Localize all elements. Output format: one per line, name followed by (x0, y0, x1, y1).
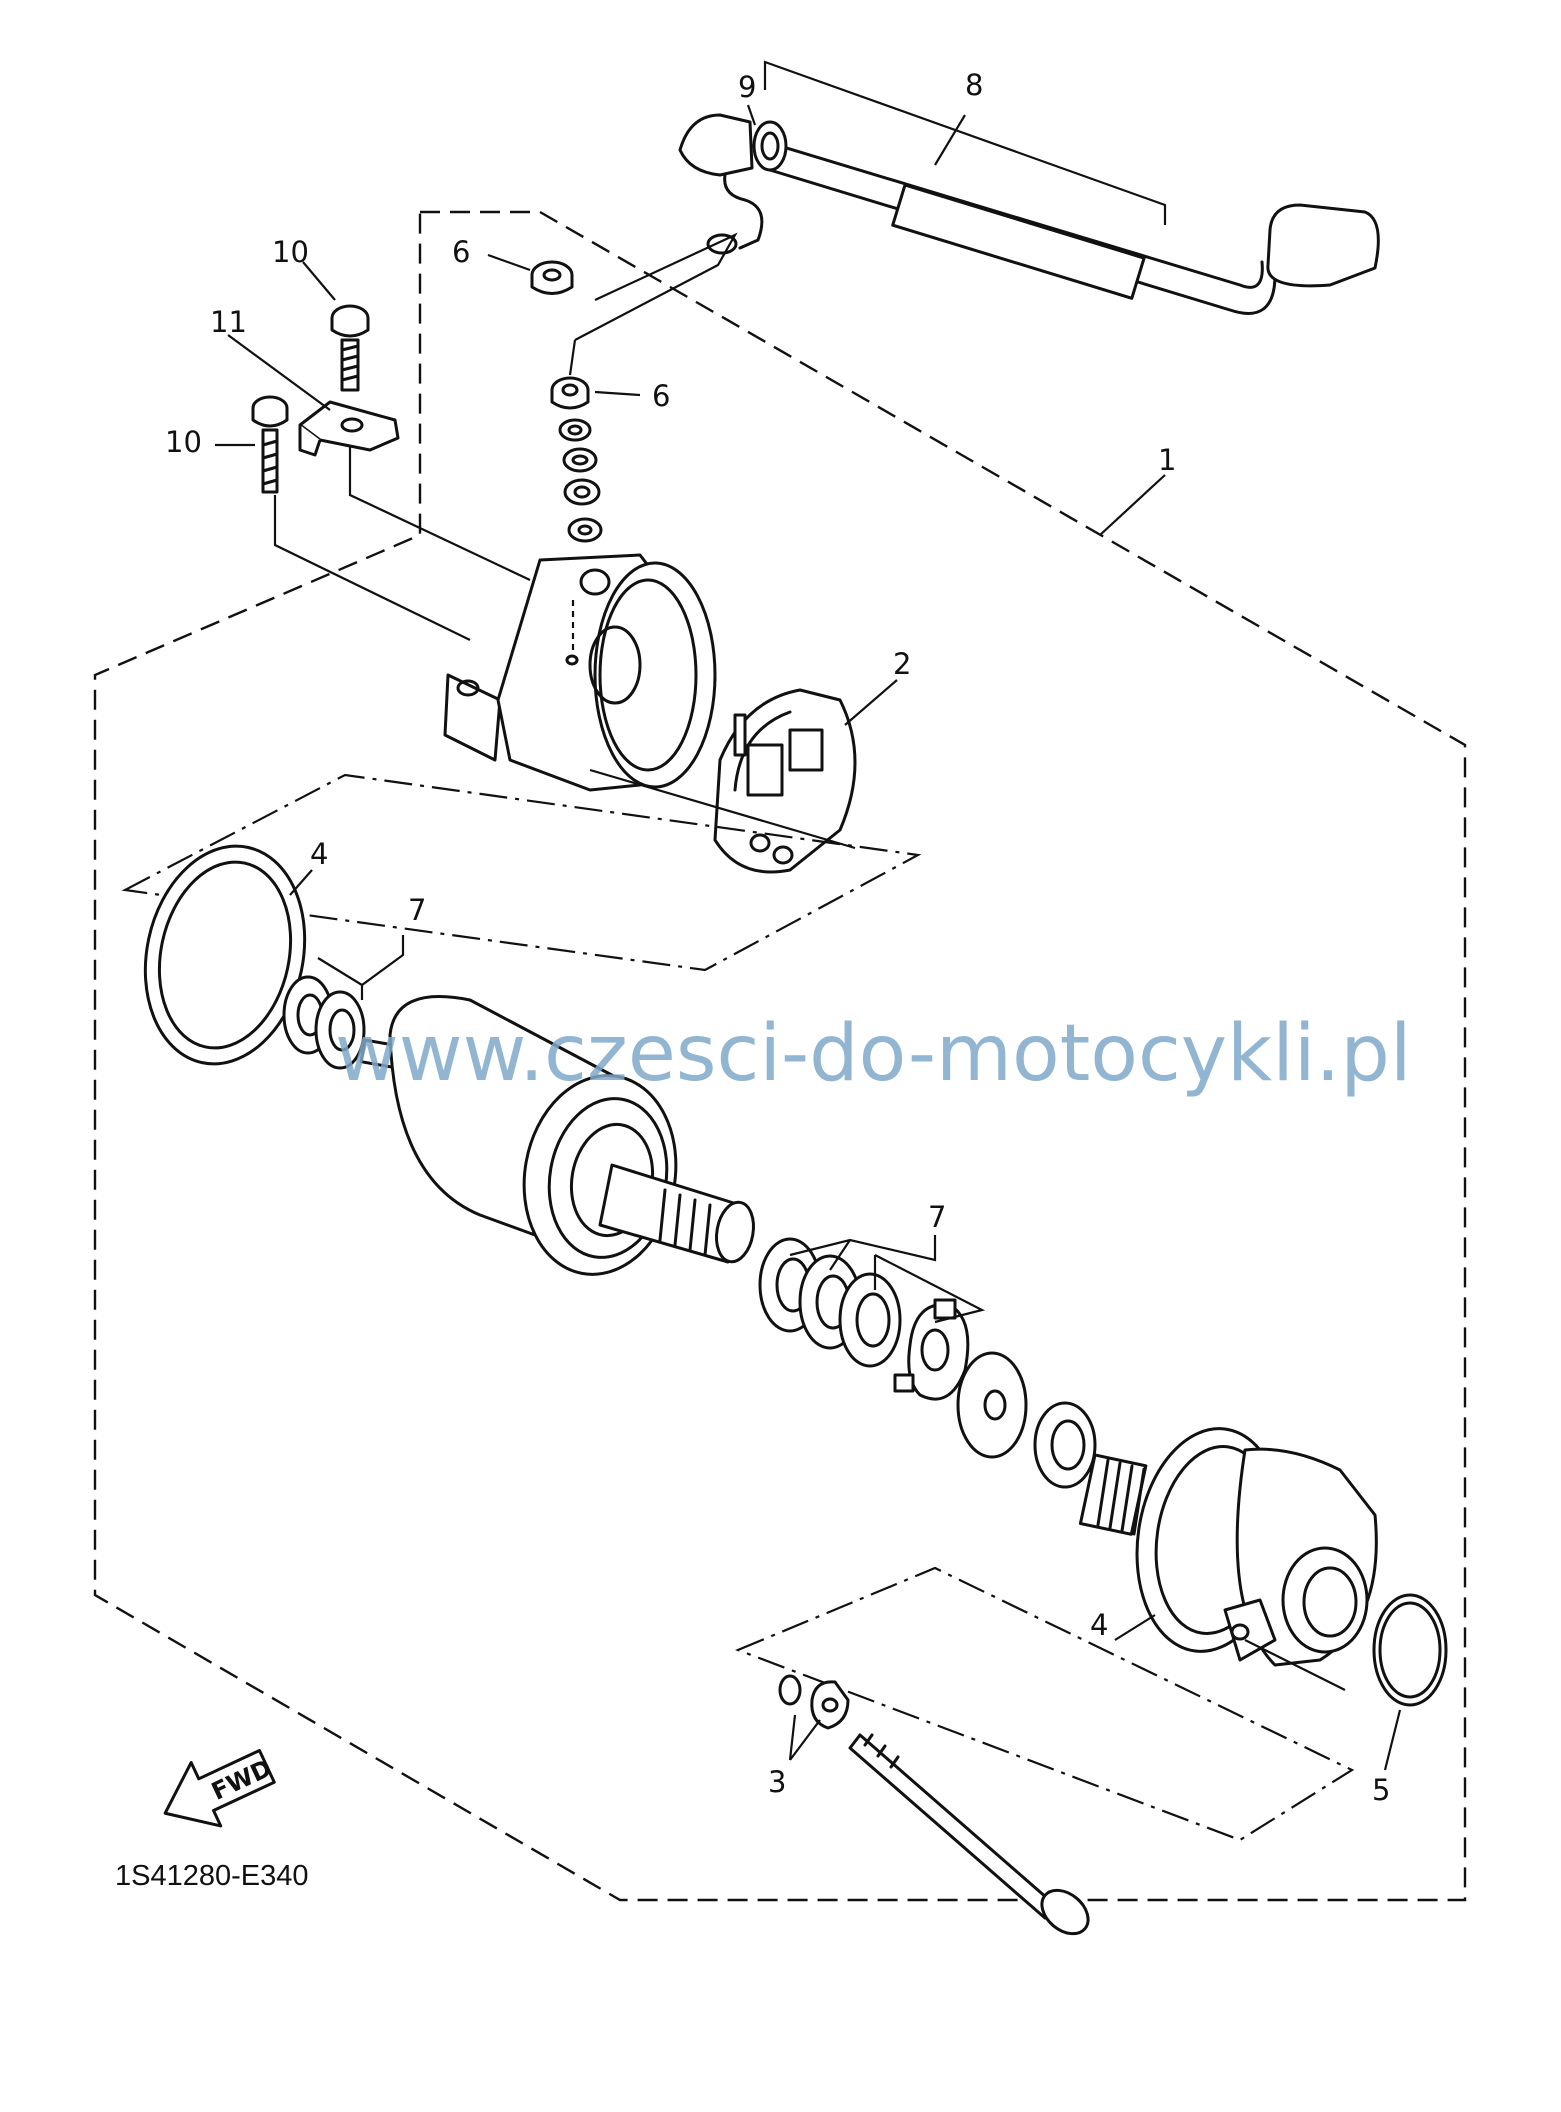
washer-flat (956, 1351, 1028, 1459)
callout-9: 9 (738, 70, 756, 104)
watermark-text: www.czesci-do-motocykli.pl (335, 1009, 1412, 1099)
callout-2: 2 (893, 647, 911, 681)
nut-upper (530, 260, 574, 295)
callouts: 1 2 3 4 4 5 6 6 7 7 8 9 10 10 11 (165, 68, 1390, 1807)
bearing (1033, 1401, 1097, 1489)
brush-holder (713, 688, 857, 874)
fwd-arrow: FWD (163, 1749, 276, 1828)
shims-lower (758, 1237, 970, 1401)
callout-4-lower: 4 (1090, 1608, 1108, 1642)
armature (359, 995, 755, 1276)
callout-11: 11 (210, 305, 247, 339)
washer-stack (558, 418, 603, 543)
o-ring-upper (143, 844, 307, 1066)
front-cover (1135, 1427, 1378, 1667)
bolt-lower (251, 395, 289, 494)
through-bolt (848, 1733, 1090, 1936)
shims-upper (282, 975, 366, 1070)
callout-7-lower: 7 (928, 1200, 946, 1234)
assembly-boundary-dashed (93, 210, 1467, 1902)
lock-plate (810, 1680, 850, 1730)
callout-10-upper: 10 (272, 235, 309, 269)
callout-7-upper: 7 (408, 893, 426, 927)
callout-6-upper: 6 (452, 235, 470, 269)
callout-1: 1 (1158, 443, 1176, 477)
callout-10-lower: 10 (165, 425, 202, 459)
chain-line-upper (121, 773, 922, 972)
nut-lower (550, 376, 590, 410)
callout-6-lower: 6 (652, 379, 670, 413)
bolt-upper (330, 304, 370, 392)
chain-line-lower (735, 1566, 1355, 1842)
starter-cable (678, 113, 1380, 315)
o-ring-front (1372, 1593, 1448, 1707)
seal-washer-small (778, 1674, 802, 1706)
callout-8: 8 (965, 68, 983, 102)
callout-3: 3 (768, 1765, 786, 1799)
yoke-housing (443, 553, 717, 792)
needle-bearing (1078, 1453, 1148, 1536)
drawing-code: 1S41280-E340 (115, 1860, 309, 1892)
callout-4-upper: 4 (310, 837, 328, 871)
callout-leaders (215, 60, 1402, 1771)
callout-5: 5 (1372, 1773, 1390, 1807)
bracket (298, 400, 400, 457)
